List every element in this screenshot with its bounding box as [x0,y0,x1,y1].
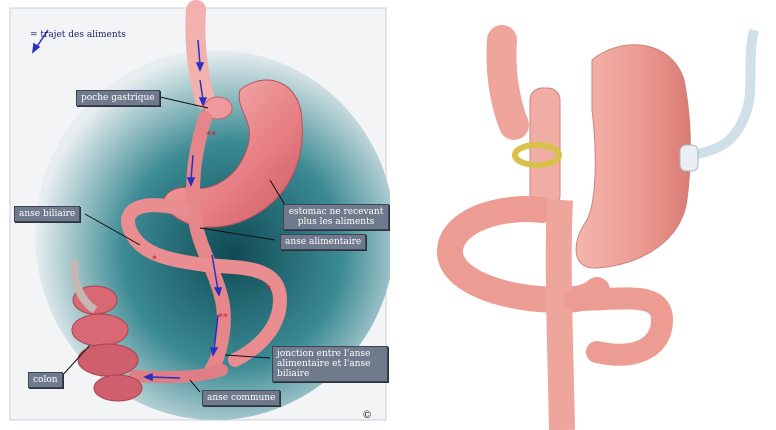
gastric-bypass-diagram: ** * * ** = trajet des aliments poche ga… [0,0,390,430]
svg-text:*: * [266,284,271,295]
esophagus-right [502,40,515,125]
label-estomac: estomac ne recevant plus les aliments [283,204,389,230]
right-illustration [392,0,776,430]
gastric-illustration-right [392,0,776,430]
svg-text:*: * [152,254,157,265]
legend-text: = trajet des aliments [30,30,126,40]
right-loop [574,298,662,354]
label-jonction: jonction entre l'anse alimentaire et l'a… [272,346,388,382]
remnant-stomach [576,45,690,268]
svg-text:**: ** [206,130,216,141]
label-colon: colon [28,372,63,388]
label-anse-biliaire: anse biliaire [14,206,80,222]
left-loop [450,209,597,300]
copyright-mark: © [362,410,372,421]
label-anse-alimentaire: anse alimentaire [280,234,366,250]
label-anse-commune: anse commune [202,390,280,406]
esophagus [195,10,205,100]
svg-text:**: ** [218,312,228,323]
gastrostomy-tube [692,30,754,155]
descending-limb [559,200,562,430]
label-poche-gastrique: poche gastrique [76,90,160,106]
